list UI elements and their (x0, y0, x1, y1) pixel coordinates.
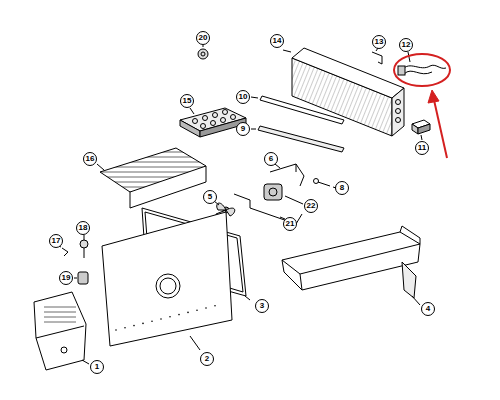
callout-number: 12 (399, 38, 413, 52)
callout-number: 17 (49, 234, 63, 248)
rear-panel (102, 212, 232, 350)
heater-tube (251, 126, 344, 152)
callout-number: 18 (76, 221, 90, 235)
callout-number: 13 (372, 35, 386, 49)
callout-number: 19 (59, 271, 73, 285)
callout-number: 14 (270, 34, 284, 48)
callout-number: 8 (335, 181, 349, 195)
callout-number: 1 (90, 360, 104, 374)
callout-number: 10 (236, 90, 250, 104)
callout-number: 5 (203, 190, 217, 204)
callout-number: 20 (196, 31, 210, 45)
clip (372, 48, 382, 64)
terminal-block (412, 120, 430, 140)
callout-number: 9 (236, 122, 250, 136)
callout-number: 16 (83, 152, 97, 166)
callout-number: 2 (200, 352, 214, 366)
highlight-ring (394, 54, 450, 86)
heater (251, 96, 344, 124)
callout-number: 4 (421, 302, 435, 316)
screw (314, 179, 337, 189)
fan-cover (34, 292, 89, 370)
nut (198, 45, 208, 59)
drain-trough (282, 226, 420, 305)
callout-number: 6 (264, 152, 278, 166)
callout-number: 3 (255, 299, 269, 313)
callout-number: 15 (180, 94, 194, 108)
fan-motor (264, 184, 303, 204)
evaporator (283, 48, 404, 136)
callout-number: 11 (415, 141, 429, 155)
retainer (74, 272, 88, 284)
bracket (270, 164, 304, 186)
callout-number: 21 (283, 217, 297, 231)
wire-harness (398, 52, 446, 75)
callout-number: 22 (304, 199, 318, 213)
screw (80, 235, 88, 258)
wire-shelf (97, 148, 206, 208)
clip (59, 246, 68, 256)
